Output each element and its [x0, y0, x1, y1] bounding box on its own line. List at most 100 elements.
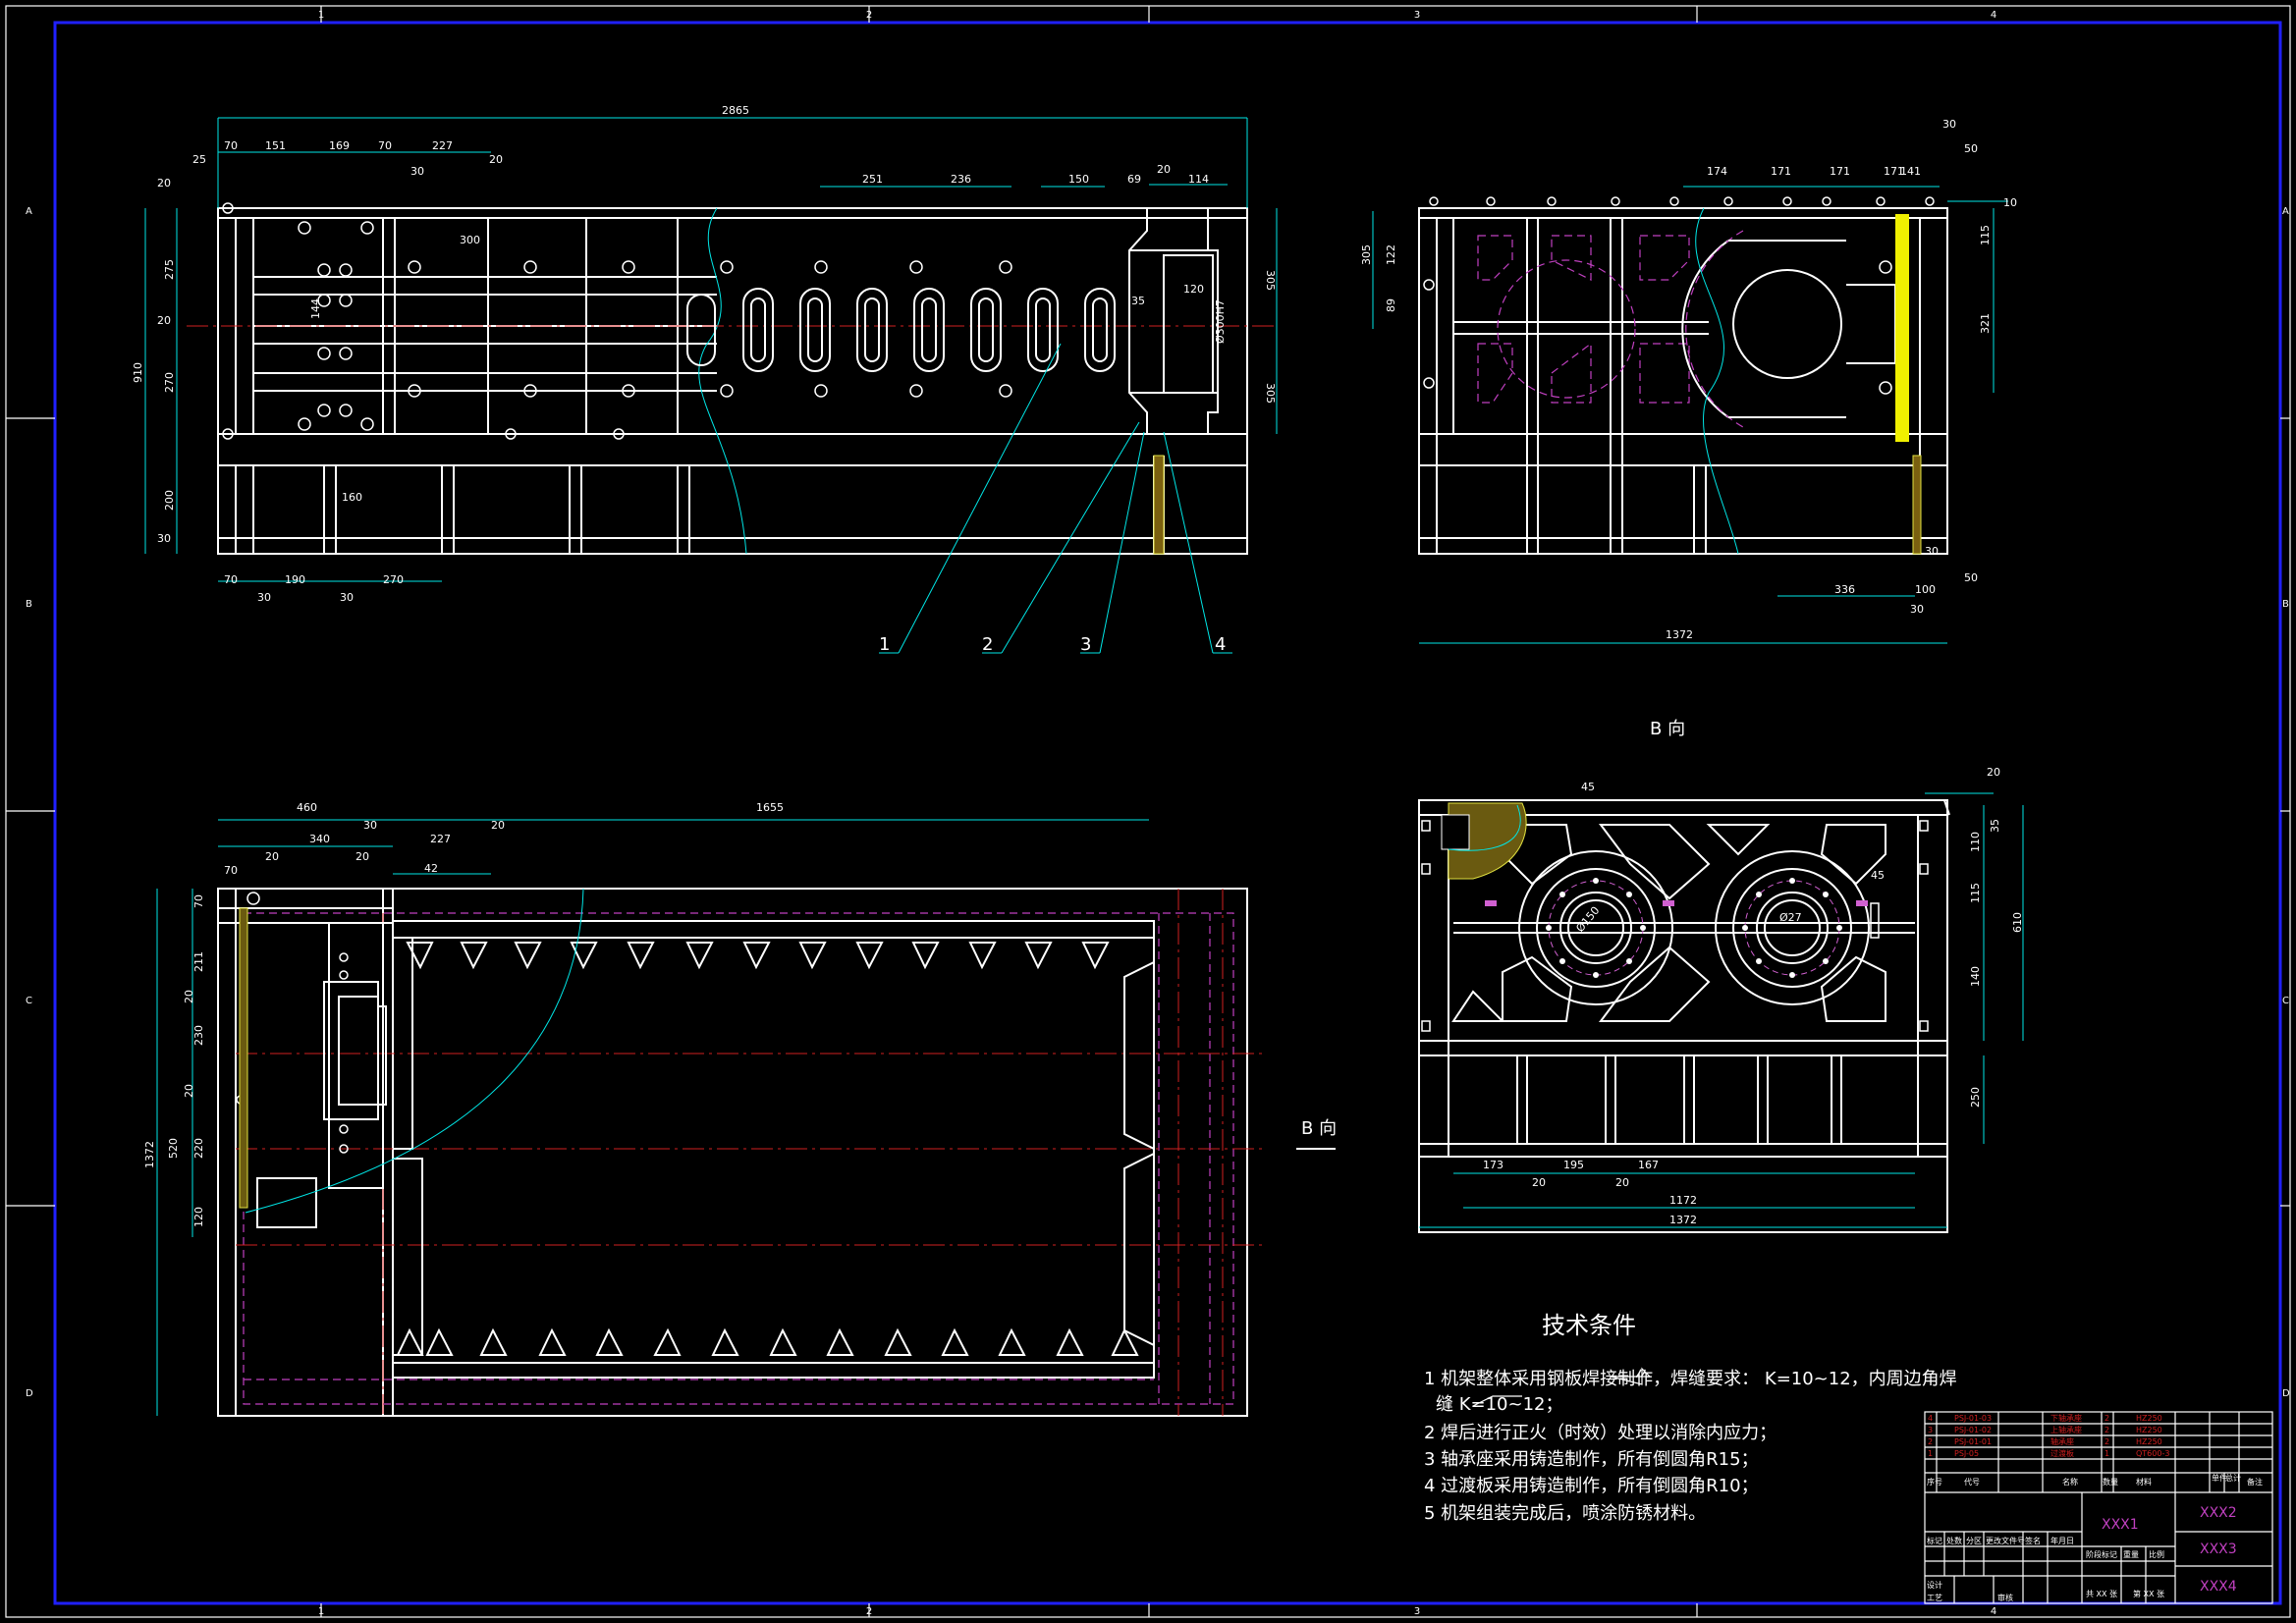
dim-side-3: 171: [1771, 165, 1791, 178]
part-label-2: 2: [982, 634, 993, 655]
part-2-no: 2: [1928, 1437, 1933, 1446]
dim-plan-5: 20: [355, 850, 369, 863]
dim-front-31: 270: [383, 573, 404, 586]
part-4-no: 4: [1928, 1414, 1933, 1423]
dim-front-32: 35: [1131, 295, 1145, 307]
inner-frame: [53, 21, 2282, 1605]
row-mark-c: C: [26, 996, 32, 1006]
part-3-name: 上轴承座: [2050, 1425, 2082, 1434]
side-view: 30 50 174 171 171 171 141 10 305 122 89 …: [1360, 118, 2017, 644]
bearing-housing: [1128, 207, 1219, 435]
dim-plan-14: 20: [183, 1084, 195, 1098]
dim-b-3: 110: [1969, 832, 1982, 852]
field-4: XXX4: [2200, 1579, 2237, 1595]
dim-side-0: 30: [1942, 118, 1956, 131]
scale-label: 比例: [2149, 1549, 2164, 1559]
dim-b-5: 610: [2011, 912, 2024, 933]
slots: [686, 288, 1116, 372]
dim-front-27: 70: [224, 573, 238, 586]
dim-front-14: 69: [1127, 173, 1141, 186]
dim-front-30: 30: [340, 591, 354, 604]
dim-side-7: 10: [2003, 196, 2017, 209]
col-mark-1: 1: [318, 10, 324, 21]
dim-front-28: 30: [257, 591, 271, 604]
dim-plan-10: 70: [192, 894, 205, 908]
hdr-total: 总计: [2225, 1473, 2241, 1483]
dim-front-33: 120: [1183, 283, 1204, 296]
dim-plan-18: 120: [192, 1207, 205, 1227]
sheet-total: 共 XX 张: [2086, 1590, 2117, 1598]
b-view: 45 20 35 110 115 610 140 250 173 195 167…: [1418, 766, 2024, 1233]
dim-side-5: 171: [1884, 165, 1904, 178]
dim-front-25: 144: [309, 298, 322, 319]
tech-title: 技术条件: [1542, 1312, 1636, 1339]
dim-plan-6: 227: [430, 833, 451, 845]
tech-line-6: 5 机架组装完成后，喷涂防锈材料。: [1424, 1503, 1706, 1524]
dim-plan-4: 340: [309, 833, 330, 845]
tech-line-1: 1 机架整体采用钢板焊接制作，焊缝要求： K=10~12，内周边角焊: [1424, 1369, 1957, 1389]
col-mark-3: 3: [1414, 10, 1420, 21]
sheet-no: 第 XX 张: [2133, 1589, 2164, 1598]
dim-side-16: 30: [1925, 545, 1939, 558]
dim-b-2: 35: [1989, 819, 2001, 833]
dim-front-0: 2865: [722, 104, 749, 117]
dim-front-26: 160: [342, 491, 362, 504]
dim-front-1: 70: [224, 139, 238, 152]
dim-front-13: 150: [1068, 173, 1089, 186]
col-mark-1-bottom: 1: [318, 1606, 324, 1617]
col-mark-4: 4: [1991, 10, 1996, 21]
dim-plan-0: 460: [297, 801, 317, 814]
sign-zone: 分区: [1966, 1537, 1982, 1545]
part-1-qty: 1: [2105, 1449, 2109, 1458]
dim-plan-11: 211: [192, 951, 205, 972]
dim-front-3: 169: [329, 139, 350, 152]
drawing-name: XXX1: [2102, 1517, 2139, 1533]
part-1-no: 1: [1928, 1449, 1933, 1458]
sign-count: 处数: [1946, 1536, 1962, 1545]
part-4-code: PSJ-01-03: [1954, 1414, 1992, 1423]
dim-b-14: 1372: [1669, 1214, 1697, 1226]
hdr-qty: 数量: [2103, 1477, 2118, 1487]
hdr-note: 备注: [2247, 1477, 2263, 1487]
dim-front-11: 251: [862, 173, 883, 186]
dim-side-6: 141: [1900, 165, 1921, 178]
stage-label: 阶段标记: [2086, 1549, 2117, 1559]
dim-front-9: 30: [410, 165, 424, 178]
part-2-code: PSJ-01-01: [1954, 1437, 1992, 1446]
dim-side-13: 336: [1834, 583, 1855, 596]
dim-side-12: 321: [1979, 313, 1992, 334]
bolts: [222, 202, 1012, 440]
row-mark-a-right: A: [2282, 206, 2289, 217]
sign-mark: 标记: [1927, 1536, 1942, 1545]
dim-front-2: 151: [265, 139, 286, 152]
row-mark-d: D: [26, 1388, 33, 1399]
dim-front-34: Ø300H7: [1214, 299, 1227, 344]
dim-plan-7: 20: [491, 819, 505, 832]
dim-plan-1: 30: [363, 819, 377, 832]
b-arrow-label: B 向: [1301, 1118, 1337, 1139]
dim-side-4: 171: [1830, 165, 1850, 178]
col-mark-2: 2: [866, 10, 872, 21]
dim-plan-3: 20: [265, 850, 279, 863]
dim-side-15: 30: [1910, 603, 1924, 616]
tech-line-4: 3 轴承座采用铸造制作，所有倒圆角R15；: [1424, 1449, 1759, 1470]
hdr-mat: 材料: [2136, 1477, 2152, 1487]
field-2: XXX2: [2200, 1505, 2237, 1521]
zone-ticks: [6, 6, 2290, 1617]
part-3-qty: 2: [2105, 1426, 2109, 1434]
dim-b-0: 45: [1581, 781, 1595, 793]
row-design: 设计: [1927, 1580, 1942, 1590]
dim-front-18: 305: [1264, 383, 1277, 404]
dim-front-5: 227: [432, 139, 453, 152]
row-review: 审核: [1997, 1593, 2013, 1602]
row-mark-b: B: [26, 599, 32, 610]
hdr-code: 代号: [1964, 1477, 1980, 1487]
row-process: 工艺: [1927, 1594, 1942, 1602]
tech-line-3: 2 焊后进行正火（时效）处理以消除内应力；: [1424, 1423, 1777, 1443]
dim-front-15: 20: [1157, 163, 1171, 176]
dim-side-14: 100: [1915, 583, 1936, 596]
dim-side-8: 305: [1360, 244, 1373, 265]
part-label-4: 4: [1215, 634, 1226, 655]
sign-name: 签名: [2025, 1536, 2041, 1545]
part-2-qty: 2: [2105, 1437, 2109, 1446]
